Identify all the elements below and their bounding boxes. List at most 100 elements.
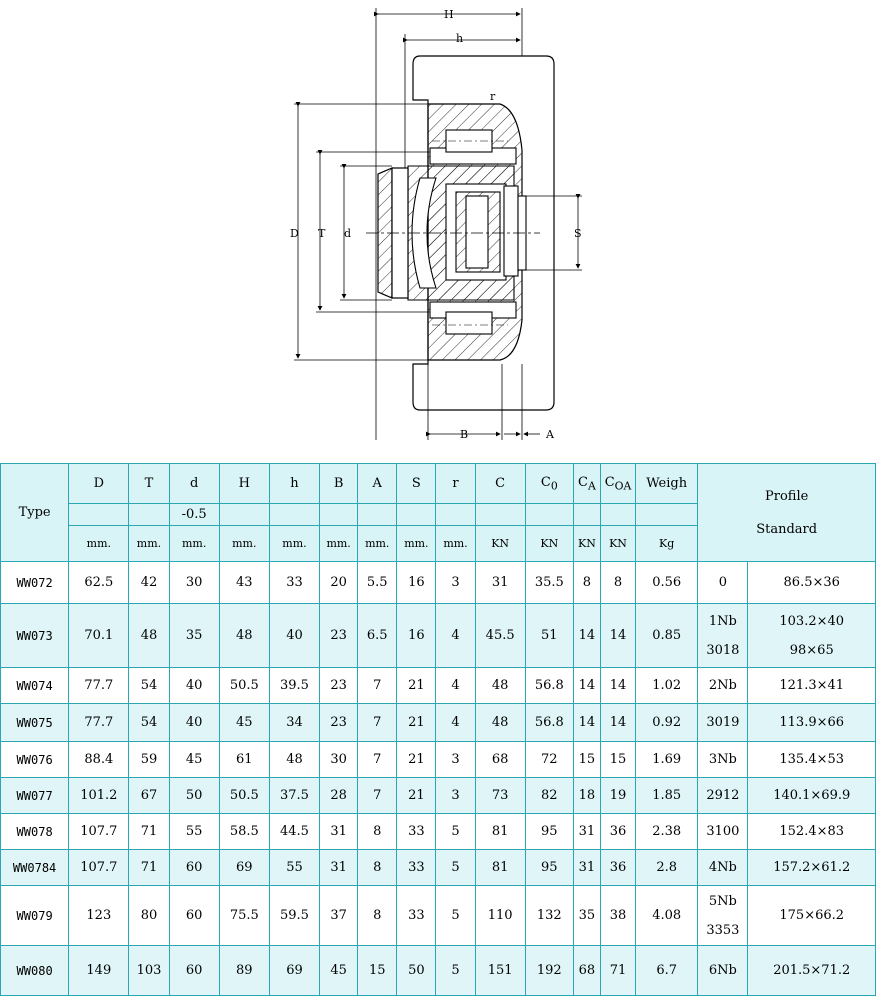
label-D: D [290,227,299,240]
unit-T: mm. [128,525,170,562]
unit-h: mm. [268,525,321,562]
cell-type: WW080 [0,945,70,996]
unit-B: mm. [319,525,359,562]
cell-h: 39.5 [268,667,321,704]
cell-A: 8 [357,813,398,850]
cell-D: 77.7 [68,703,130,742]
label-r: r [490,90,496,103]
cell-D: 77.7 [68,667,130,704]
cell-COA: 71 [599,945,637,996]
header-h: h [268,463,321,504]
cell-C: 31 [474,561,526,604]
cell-h: 40 [268,603,321,668]
unit-weigh: Kg [635,525,699,562]
cell-B: 31 [319,813,359,850]
cell-T: 59 [128,741,170,778]
cell-h: 55 [268,849,321,886]
cell-CA: 31 [572,813,601,850]
cell-CA: 35 [572,885,601,946]
unit-r: mm. [435,525,476,562]
cell-B: 23 [319,603,359,668]
cell-d: 50 [168,777,220,814]
cell-W: 1.69 [635,741,699,778]
header-T: T [128,463,170,504]
cell-C0: 56.8 [524,667,574,704]
cell-COA: 15 [599,741,637,778]
label-T: T [318,227,326,240]
cell-H: 43 [218,561,270,604]
cell-A: 15 [357,945,398,996]
dimension-labels: H h r D T d S B A [290,8,582,441]
cell-T: 54 [128,703,170,742]
cell-h: 37.5 [268,777,321,814]
cell-B: 20 [319,561,359,604]
cell-W: 0.85 [635,603,699,668]
cell-CA: 15 [572,741,601,778]
label-S: S [574,227,582,240]
cell-A: 8 [357,885,398,946]
cell-H: 48 [218,603,270,668]
cell-r: 3 [435,777,476,814]
cell-D: 88.4 [68,741,130,778]
cell-d: 30 [168,561,220,604]
cell-C0: 95 [524,849,574,886]
cell-profile-size: 152.4×83 [747,813,876,850]
rail-profile [412,55,555,411]
cell-S: 21 [396,667,437,704]
cell-T: 103 [128,945,170,996]
cell-COA: 38 [599,885,637,946]
unit-d: mm. [168,525,220,562]
cell-H: 58.5 [218,813,270,850]
cell-profile-size: 201.5×71.2 [747,945,876,996]
header-C0: C0 [524,463,574,504]
cell-COA: 36 [599,813,637,850]
cell-d: 60 [168,885,220,946]
cell-CA: 8 [572,561,601,604]
cell-A: 5.5 [357,561,398,604]
cell-COA: 19 [599,777,637,814]
header-type: Type [0,463,70,562]
cell-h: 33 [268,561,321,604]
cell-r: 4 [435,703,476,742]
unit-C0: KN [524,525,574,562]
cell-CA: 14 [572,667,601,704]
cell-C0: 192 [524,945,574,996]
cell-B: 45 [319,945,359,996]
cell-S: 21 [396,777,437,814]
cell-T: 67 [128,777,170,814]
cell-CA: 31 [572,849,601,886]
cell-d: 60 [168,945,220,996]
cell-D: 62.5 [68,561,130,604]
cell-W: 4.08 [635,885,699,946]
unit-D: mm. [68,525,130,562]
cell-profile-size: 140.1×69.9 [747,777,876,814]
cell-type: WW0784 [0,849,70,886]
cell-D: 149 [68,945,130,996]
cell-h: 44.5 [268,813,321,850]
cell-C0: 95 [524,813,574,850]
cell-d: 35 [168,603,220,668]
cell-W: 2.8 [635,849,699,886]
cell-d: 55 [168,813,220,850]
cell-profile-size: 86.5×36 [747,561,876,604]
cell-d: 60 [168,849,220,886]
cell-r: 5 [435,945,476,996]
cell-COA: 8 [599,561,637,604]
cell-CA: 18 [572,777,601,814]
cell-profile-size: 157.2×61.2 [747,849,876,886]
cell-profile-code: 6Nb [697,945,749,996]
cell-D: 107.7 [68,849,130,886]
cell-CA: 14 [572,603,601,668]
cell-profile-code: 4Nb [697,849,749,886]
cell-C: 73 [474,777,526,814]
cell-W: 2.38 [635,813,699,850]
cell-S: 21 [396,703,437,742]
